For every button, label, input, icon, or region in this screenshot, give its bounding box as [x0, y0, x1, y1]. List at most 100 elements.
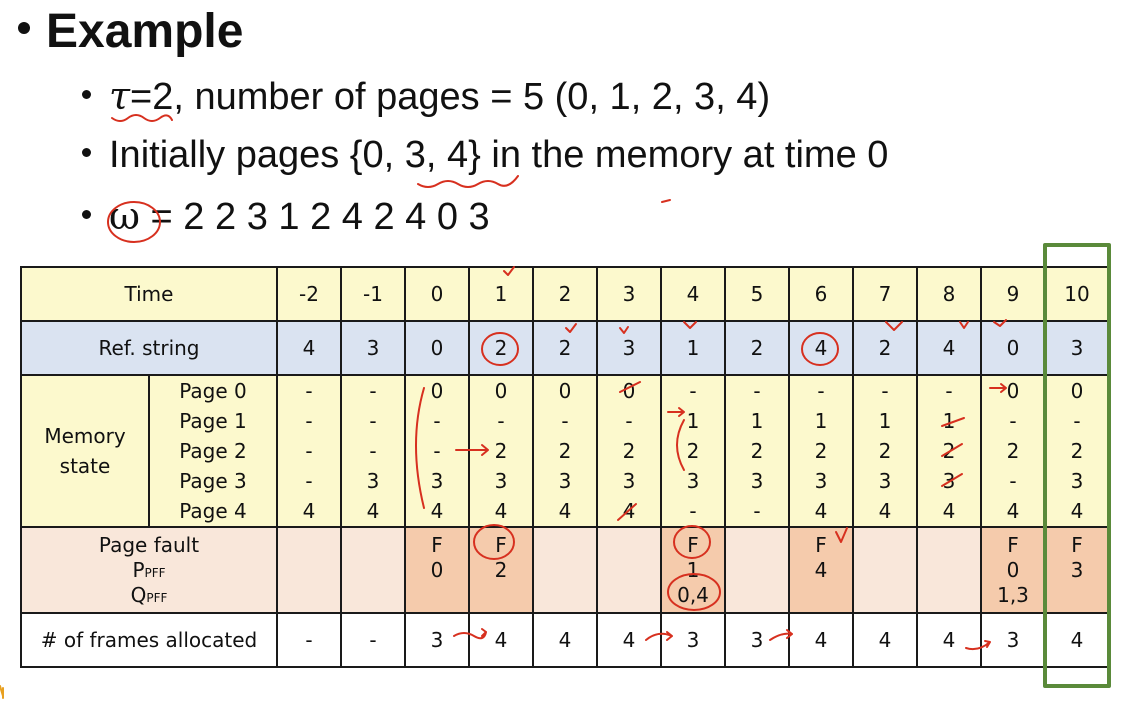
- memory-value: 0: [430, 379, 444, 403]
- time-cell: 4: [660, 266, 726, 322]
- bullet-tau: τ=2, number of pages = 5 (0, 1, 2, 3, 4): [82, 74, 770, 119]
- memory-value: -: [497, 409, 505, 433]
- memory-value: -: [1073, 409, 1081, 433]
- time-cell: 2: [532, 266, 598, 322]
- ref-cell: 2: [468, 320, 534, 376]
- ppff-value: [599, 558, 659, 583]
- time-row: Time -2 -1 0 1 2 3 4 5 6 7 8 9 10: [20, 266, 1110, 322]
- frames-cell: 3: [724, 612, 790, 668]
- ppff-value: [279, 558, 339, 583]
- memory-value: -: [369, 409, 377, 433]
- memory-value: 2: [622, 439, 636, 463]
- ref-string-row: Ref. string 4 3 0 2 2 3 1 2 4 2 4 0 3: [20, 320, 1110, 376]
- memory-value: -: [305, 469, 313, 493]
- ppff-value: 0: [430, 557, 444, 582]
- time-cell: -1: [340, 266, 406, 322]
- fault-cell: [916, 526, 982, 614]
- memory-value: -: [305, 439, 313, 463]
- frames-cell: 4: [532, 612, 598, 668]
- tick-mark: [0, 685, 4, 699]
- memory-value: 4: [814, 499, 828, 523]
- memory-value: 2: [878, 439, 892, 463]
- memory-value: 2: [1070, 439, 1084, 463]
- ppff-value: [855, 558, 915, 583]
- frames-cell: 4: [468, 612, 534, 668]
- ref-cell: 4: [916, 320, 982, 376]
- frames-cell: 4: [916, 612, 982, 668]
- memory-cell: 0-2-4: [980, 374, 1046, 528]
- ppff-value: 3: [1070, 557, 1084, 582]
- memory-value: -: [433, 439, 441, 463]
- memory-value: 3: [686, 469, 700, 493]
- memory-value: 4: [366, 499, 380, 523]
- memory-value: 3: [1070, 469, 1084, 493]
- fault-cell: [532, 526, 598, 614]
- page-fault-header: Page fault PPFF QPFF: [20, 526, 278, 614]
- memory-value: 0: [558, 379, 572, 403]
- slide-title: Example: [18, 4, 243, 59]
- memory-value: 1: [942, 409, 956, 433]
- page-label: Page 2: [179, 439, 247, 463]
- fault-flag: F: [495, 532, 507, 557]
- time-header: Time: [20, 266, 278, 322]
- frames-cell: -: [276, 612, 342, 668]
- bullet-text: Initially pages {0, 3, 4} in the memory …: [109, 134, 889, 176]
- bullet-text: = 2 2 3 1 2 4 2 4 0 3: [140, 196, 490, 238]
- memory-value: 4: [430, 499, 444, 523]
- fault-cell: [596, 526, 662, 614]
- memory-value: -: [369, 439, 377, 463]
- qpff-label-main: Q: [130, 582, 147, 607]
- memory-value: 0: [1006, 379, 1020, 403]
- frames-cell: 4: [852, 612, 918, 668]
- memory-value: 3: [814, 469, 828, 493]
- qpff-value: [599, 583, 659, 608]
- fault-flag: [855, 533, 915, 558]
- memory-state-row: Memory state Page 0 Page 1 Page 2 Page 3…: [20, 374, 1110, 528]
- memory-value: 2: [494, 439, 508, 463]
- memory-value: -: [433, 409, 441, 433]
- qpff-value: [855, 583, 915, 608]
- time-cell: 0: [404, 266, 470, 322]
- ppff-value: 1: [686, 557, 700, 582]
- frames-cell: 4: [596, 612, 662, 668]
- memory-value: -: [305, 409, 313, 433]
- fault-cell: [852, 526, 918, 614]
- ppff-value: [919, 558, 979, 583]
- memory-value: -: [1009, 469, 1017, 493]
- frames-cell: 3: [404, 612, 470, 668]
- ref-cell: 2: [724, 320, 790, 376]
- fault-flag: [599, 533, 659, 558]
- qpff-value: 1,3: [997, 582, 1029, 607]
- memory-value: 1: [814, 409, 828, 433]
- memory-value: -: [369, 379, 377, 403]
- pff-table: Time -2 -1 0 1 2 3 4 5 6 7 8 9 10 Ref. s…: [20, 266, 1110, 668]
- frames-cell: -: [340, 612, 406, 668]
- title-text: Example: [46, 5, 244, 58]
- memory-value: 1: [750, 409, 764, 433]
- memory-value: 4: [558, 499, 572, 523]
- page-labels: Page 0 Page 1 Page 2 Page 3 Page 4: [148, 374, 278, 528]
- memory-value: 4: [494, 499, 508, 523]
- bullet-dot: [82, 148, 91, 158]
- memory-value: 0: [494, 379, 508, 403]
- state-label: state: [59, 454, 111, 478]
- bullet-text: =2, number of pages = 5 (0, 1, 2, 3, 4): [130, 76, 771, 118]
- fault-flag: F: [431, 532, 443, 557]
- fault-cell: [276, 526, 342, 614]
- fault-flag: F: [687, 532, 699, 557]
- fault-cell: [724, 526, 790, 614]
- memory-value: 4: [1006, 499, 1020, 523]
- memory-value: 4: [942, 499, 956, 523]
- ppff-label-main: P: [132, 557, 145, 582]
- tick-mark: [661, 199, 671, 203]
- memory-value: 4: [302, 499, 316, 523]
- bullet-dot: [82, 210, 91, 220]
- time-cell: 6: [788, 266, 854, 322]
